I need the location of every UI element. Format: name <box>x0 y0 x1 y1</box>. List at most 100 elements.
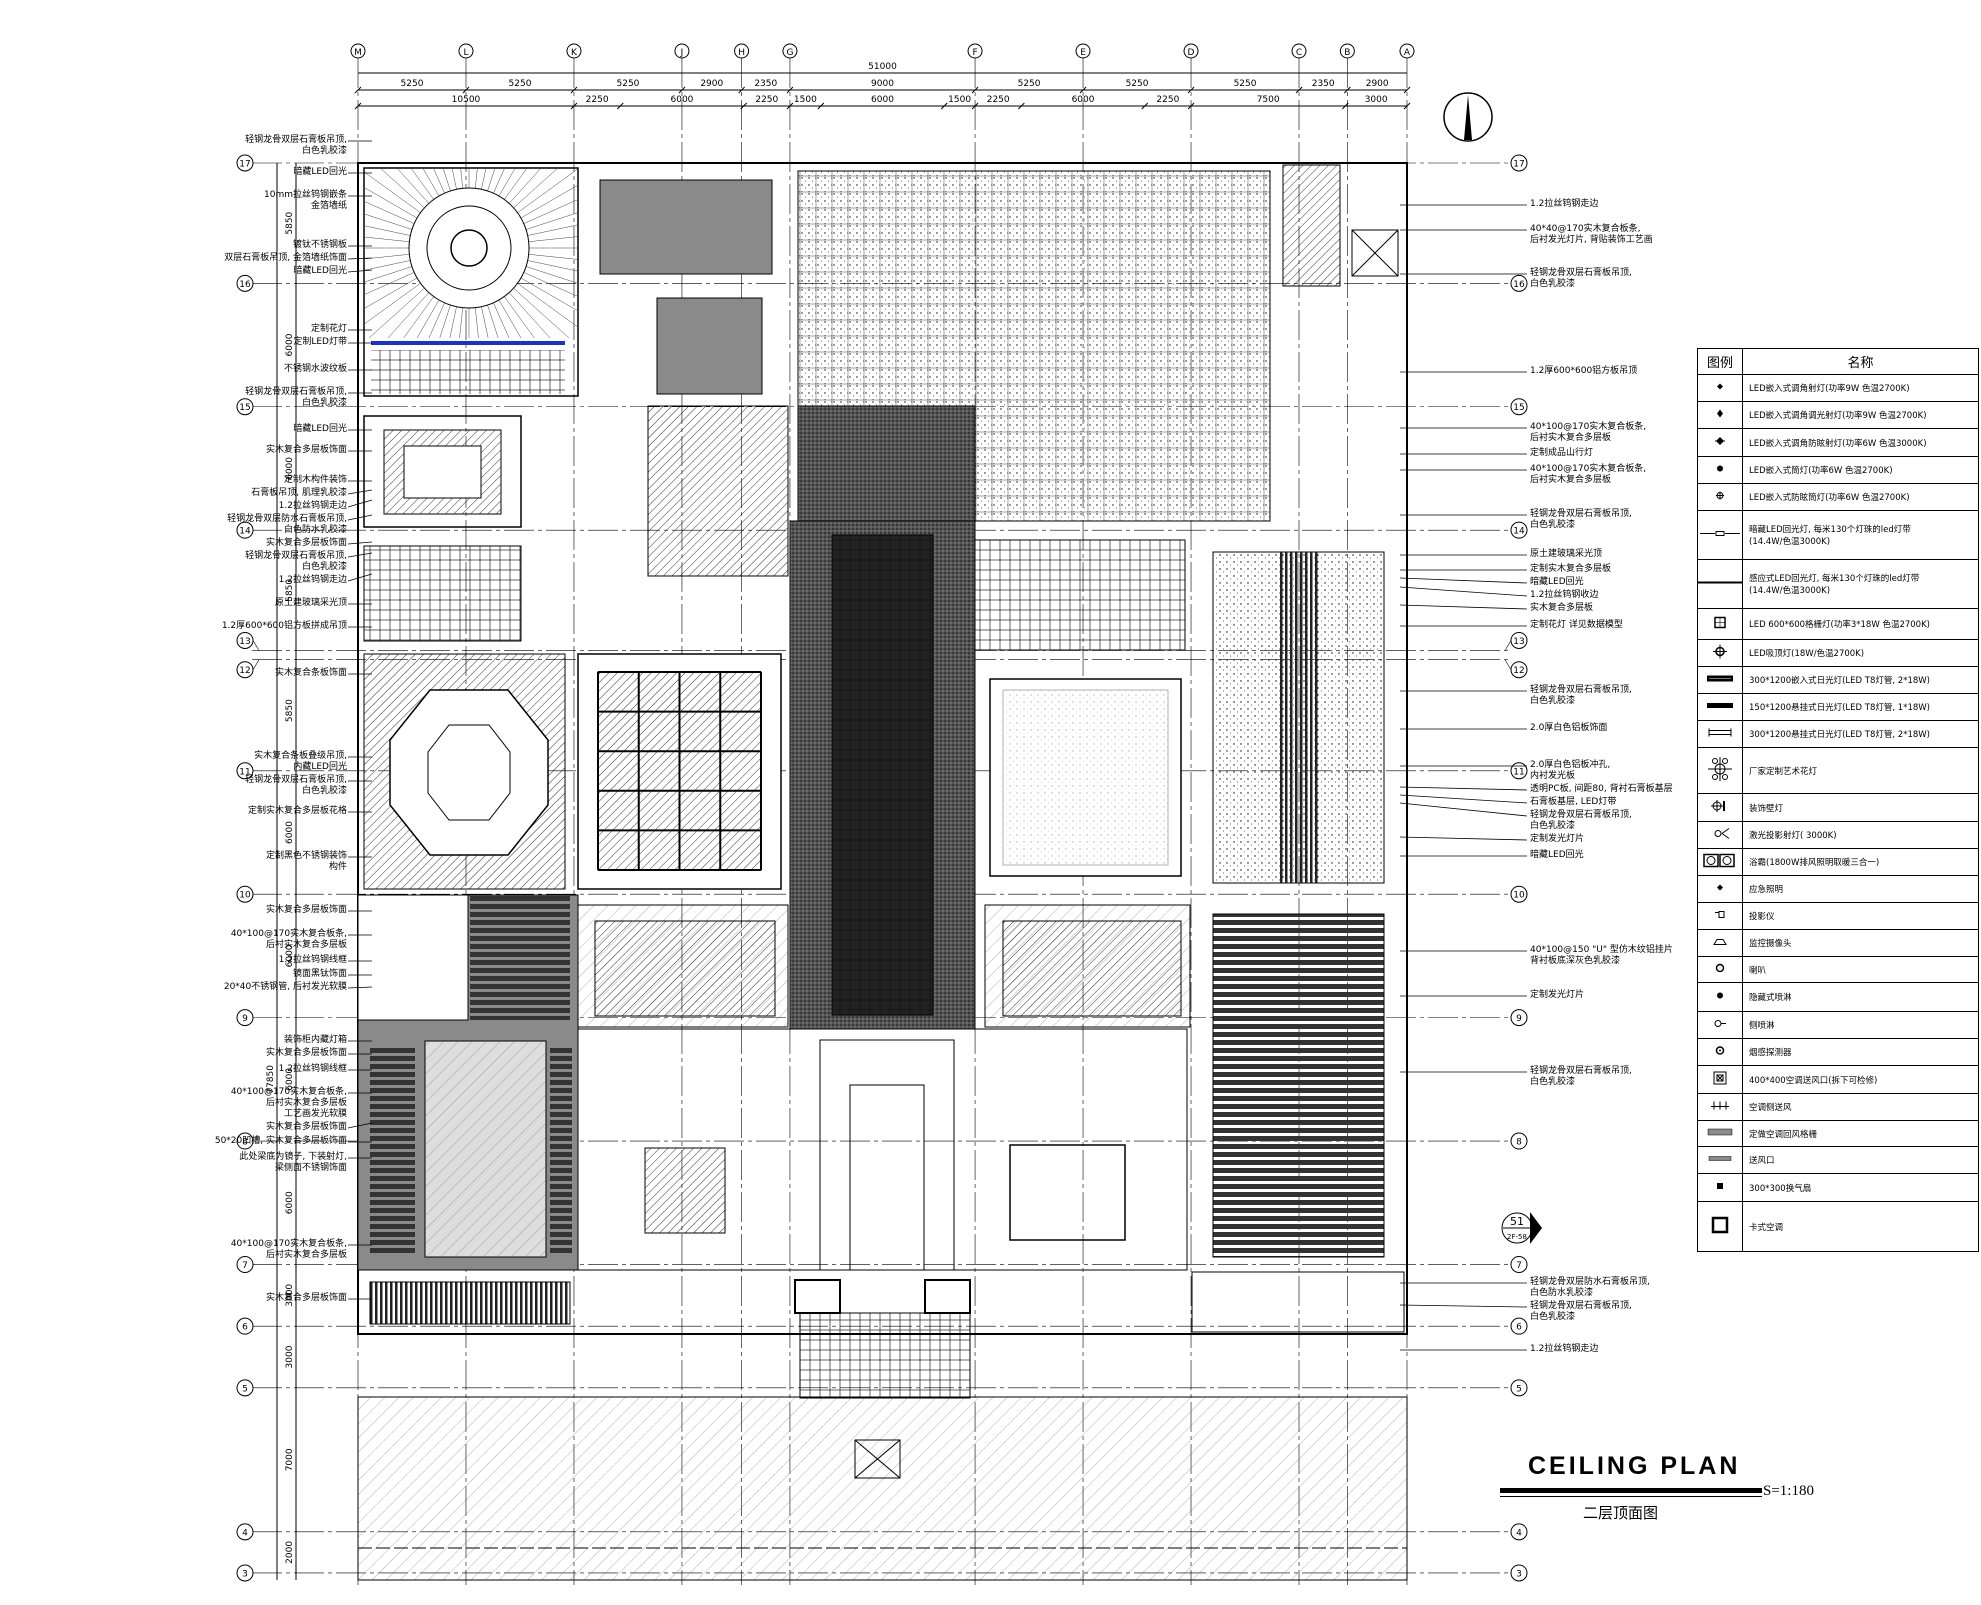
north-arrow <box>1443 92 1493 142</box>
legend-row: 激光投影射灯( 3000K) <box>1697 821 1979 849</box>
annotation-note: 轻钢龙骨双层石膏板吊顶, 白色乳胶漆 <box>245 135 347 156</box>
column-axis-bubble <box>1399 43 1415 59</box>
row-axis-label: 13 <box>1513 637 1524 647</box>
dim-value: 2900 <box>700 79 723 89</box>
legend-item-name: 装饰壁灯 <box>1742 793 1979 822</box>
dark-feature-ceiling <box>797 405 976 522</box>
column-axis-label: F <box>972 48 977 58</box>
legend-item-name: 隐藏式喷淋 <box>1742 982 1979 1012</box>
legend-item-name: 送风口 <box>1742 1146 1979 1174</box>
annotation-note: 实木复合条板饰面 <box>274 668 347 678</box>
annotation-note: 1.2拉丝钨钢走边 <box>1530 1344 1599 1354</box>
dim-value: 2250 <box>755 95 778 105</box>
legend-item-name: 喇叭 <box>1742 956 1979 983</box>
annotation-note: 镀钛不锈钢板 <box>292 240 347 250</box>
recessed-downlight-icon <box>1717 465 1723 472</box>
row-axis-bubble <box>1510 154 1528 172</box>
dim-value: 9000 <box>871 79 894 89</box>
side-supply-air-icon <box>1711 1101 1729 1110</box>
legend-row: 侧喷淋 <box>1697 1011 1979 1039</box>
row-axis-bubble <box>236 398 254 416</box>
annotation-note: 实木复合多层板饰面 <box>265 905 347 915</box>
legend-row: 300*1200悬挂式日光灯(LED T8灯管, 2*18W) <box>1697 720 1979 748</box>
wall-lamp-icon <box>1711 800 1725 812</box>
annotation-note: 定制黑色不锈钢装饰 构件 <box>265 851 347 872</box>
column-axis-label: D <box>1188 48 1195 58</box>
column-axis-bubble <box>967 43 983 59</box>
legend-item-name: LED嵌入式调角射灯(功率9W 色温2700K) <box>1742 374 1979 402</box>
row-axis-bubble <box>236 762 254 780</box>
striped-panel-right <box>1002 920 1182 1017</box>
row-axis-bubble <box>1510 274 1528 292</box>
ac-diffuser-icon <box>1713 1071 1727 1085</box>
row-axis-bubble <box>236 1009 254 1027</box>
section-number: 51 <box>1510 1215 1524 1228</box>
annotation-note: 实木复合多层板饰面 <box>265 1122 347 1132</box>
legend-row: 送风口 <box>1697 1146 1979 1174</box>
return-grille-icon <box>1707 1128 1733 1136</box>
dim-value: 2350 <box>754 79 777 89</box>
legend-item-name: 监控摄像头 <box>1742 929 1979 957</box>
annotation-note: 10mm拉丝钨钢嵌条 金箔墙纸 <box>264 190 347 211</box>
column-axis-label: M <box>354 48 362 58</box>
legend-item-name: 投影仪 <box>1742 902 1979 930</box>
speaker-icon <box>1715 963 1725 973</box>
legend-item-name: LED嵌入式调角调光射灯(功率9W 色温2700K) <box>1742 401 1979 429</box>
row-axis-bubble <box>1510 1255 1528 1273</box>
blue-led-strip <box>371 341 565 345</box>
dim-value: 6000 <box>285 1068 295 1091</box>
legend-row: 装饰壁灯 <box>1697 793 1979 822</box>
annotation-note: 定制发光灯片 <box>1530 990 1585 1000</box>
row-axis-bubble <box>236 1255 254 1273</box>
legend-item-name: 定做空调回风格栅 <box>1742 1120 1979 1147</box>
legend-table: 图例 名称 LED嵌入式调角射灯(功率9W 色温2700K)LED嵌入式调角调光… <box>1697 348 1979 1252</box>
legend-item-name: LED 600*600格栅灯(功率3*18W 色温2700K) <box>1742 608 1979 640</box>
annotation-note: 2.0厚白色铝板饰面 <box>1530 723 1608 733</box>
legend-row: LED嵌入式调角防眩射灯(功率6W 色温3000K) <box>1697 428 1979 457</box>
dim-value: 6000 <box>871 95 894 105</box>
legend-row: 300*300换气扇 <box>1697 1173 1979 1202</box>
row-axis-label: 6 <box>1516 1323 1522 1333</box>
annotation-note: 实木复合多层板饰面 <box>265 1048 347 1058</box>
row-axis-bubble <box>1510 1009 1528 1027</box>
annotation-note: 实木复合多层板 <box>1530 603 1594 613</box>
annotation-note: 定制实木复合多层板 <box>1530 564 1612 574</box>
section-marker: 51 2F-58 <box>1501 1212 1542 1244</box>
hatched-ceiling <box>647 405 789 577</box>
row-axis-label: 12 <box>1513 666 1524 676</box>
recessed-antiglare-spot-icon <box>1715 437 1725 445</box>
column-axis-label: L <box>463 48 468 58</box>
row-axis-label: 17 <box>239 160 250 170</box>
dim-value: 1500 <box>948 95 971 105</box>
dim-value: 6000 <box>1072 95 1095 105</box>
square-coffer-room <box>363 415 522 528</box>
emergency-light-icon <box>1717 884 1723 891</box>
side-sprinkler-icon <box>1714 1020 1726 1027</box>
legend-row: 浴霸(1800W排风照明取暖三合一) <box>1697 848 1979 876</box>
column-axis-bubble <box>566 43 582 59</box>
cassette-ac-icon <box>1711 1216 1729 1234</box>
title-underline-thin <box>1500 1496 1762 1497</box>
row-axis-label: 15 <box>239 403 250 413</box>
annotation-note: 此处梁底为镜子, 下装射灯, 梁侧面不锈钢饰面 <box>239 1152 347 1173</box>
row-axis-bubble <box>1510 1132 1528 1150</box>
column-axis-label: A <box>1404 48 1411 58</box>
column-axis-label: E <box>1080 48 1086 58</box>
dim-value: 6000 <box>671 95 694 105</box>
annotation-note: 暗藏LED回光 <box>293 266 347 276</box>
legend-row: LED嵌入式调角射灯(功率9W 色温2700K) <box>1697 374 1979 402</box>
section-sheet: 2F-58 <box>1507 1233 1527 1241</box>
legend-row: 空调侧送风 <box>1697 1093 1979 1121</box>
legend-row: 隐藏式喷淋 <box>1697 982 1979 1012</box>
annotation-note: 轻钢龙骨双层石膏板吊顶, 白色乳胶漆 <box>1530 509 1632 530</box>
dim-value: 3000 <box>285 1284 295 1307</box>
chandelier-icon <box>1708 757 1732 781</box>
row-axis-label: 4 <box>242 1528 248 1538</box>
dim-value: 6000 <box>285 944 295 967</box>
legend-header-name: 名称 <box>1742 348 1979 375</box>
legend-row: LED吸顶灯(18W/色温2700K) <box>1697 639 1979 667</box>
dim-value: 7500 <box>1257 95 1280 105</box>
annotation-note: 暗藏LED回光 <box>1530 850 1584 860</box>
sensor-led-strip-icon <box>1698 581 1742 584</box>
annotation-note: 实木复合多层板饰面 <box>265 1293 347 1303</box>
